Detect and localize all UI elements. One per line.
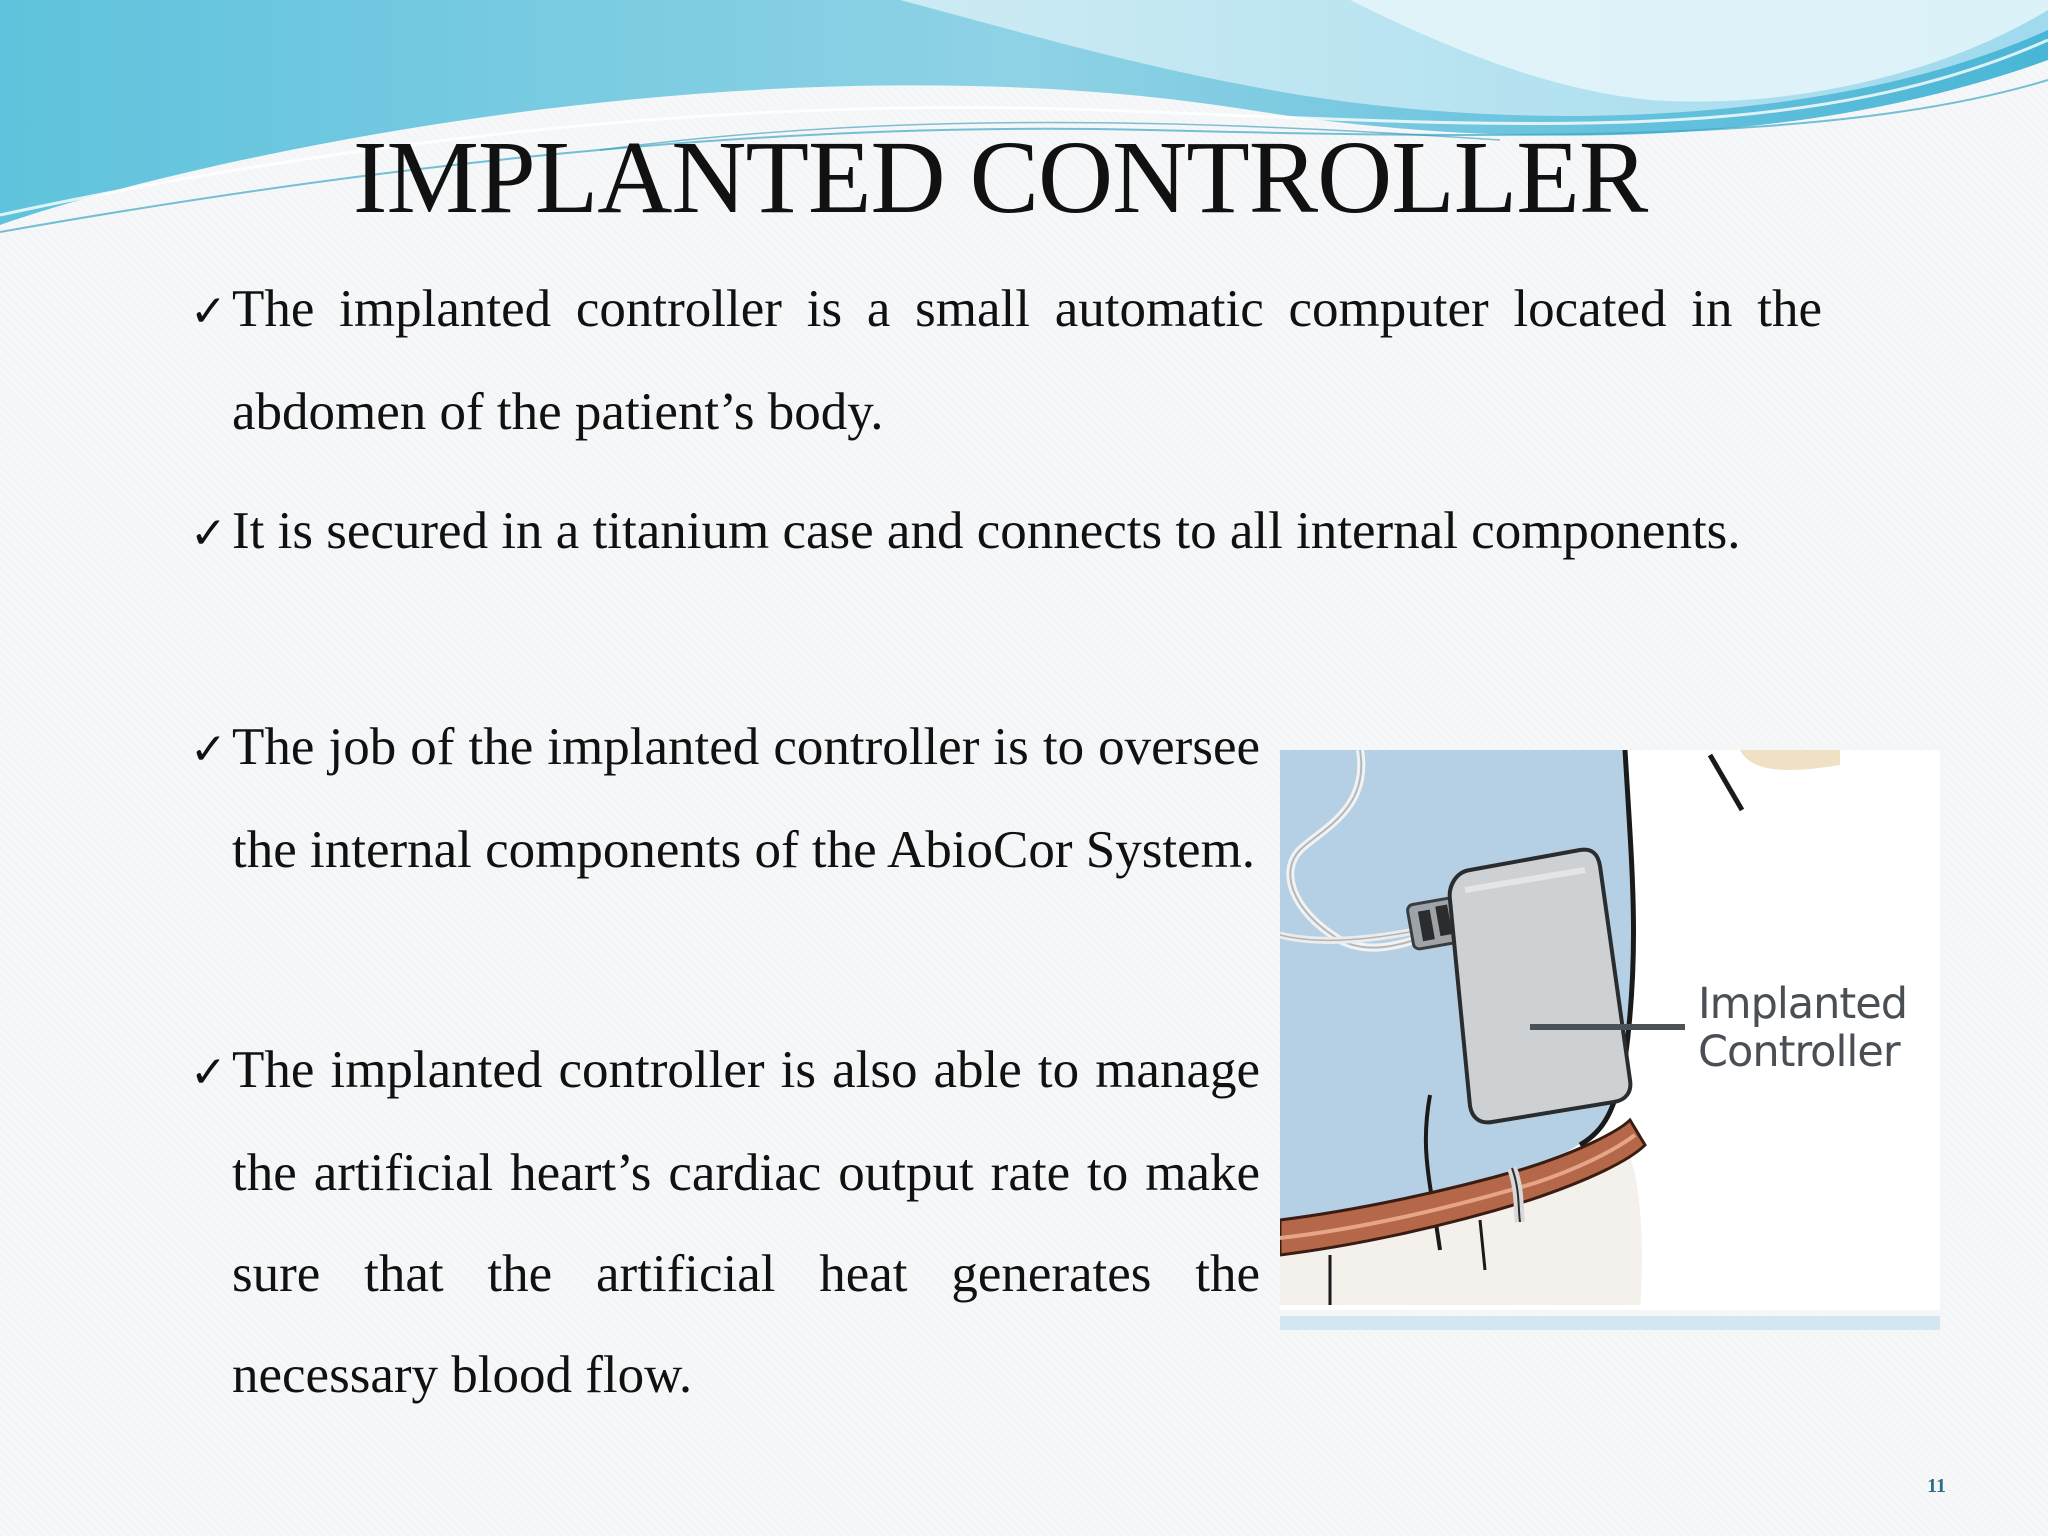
controller-diagram [1280,750,1940,1310]
figure-label-line-1: Implanted [1698,979,1908,1029]
figure-base-strip [1280,1316,1940,1330]
bullet-1-text: The implanted controller is a small auto… [232,280,1822,441]
bullet-2-text: It is secured in a titanium case and con… [232,502,1741,560]
bullet-3-text: The job of the implanted controller is t… [232,718,1260,879]
figure-label: Implanted Controller [1698,979,1908,1077]
bullet-2: ✓It is secured in a titanium case and co… [190,481,1822,584]
implanted-controller-illustration: Implanted Controller [1280,750,1940,1310]
bullet-3: ✓The job of the implanted controller is … [190,697,1260,901]
page-number: 11 [1927,1475,1946,1497]
bullet-4-text: The implanted controller is also able to… [232,1041,1260,1404]
header-wave-decoration [0,0,2048,233]
bullet-4: ✓The implanted controller is also able t… [190,1020,1260,1426]
checkmark-icon: ✓ [190,1047,227,1098]
checkmark-icon: ✓ [190,508,227,559]
bullet-1: ✓The implanted controller is a small aut… [190,259,1822,463]
checkmark-icon: ✓ [190,724,227,775]
figure-label-line-2: Controller [1698,1027,1901,1077]
slide-title: IMPLANTED CONTROLLER [352,120,1648,235]
checkmark-icon: ✓ [190,286,227,337]
